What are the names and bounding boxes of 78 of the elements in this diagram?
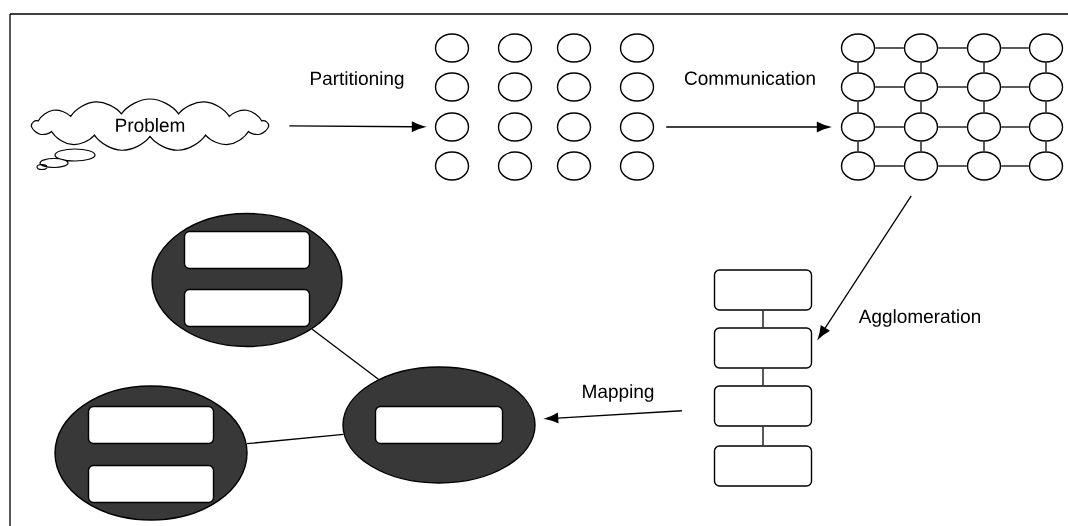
connector-line [983,141,985,152]
empty-box [713,445,813,487]
empty-circle [497,112,533,142]
connector-line [983,62,985,73]
connector-line [874,126,905,128]
empty-box [87,405,215,445]
empty-circle [434,33,470,63]
connector-line [857,101,859,113]
empty-box [183,230,311,270]
empty-box [713,269,813,311]
empty-circle [966,151,1002,181]
arrow [288,121,425,132]
empty-circle [966,72,1002,102]
connector-line [246,433,345,445]
connector-line [1000,86,1030,88]
empty-circle [966,112,1002,142]
connector-line [762,310,764,328]
connector-line [983,101,985,113]
empty-circle [840,72,876,102]
connector-line [920,101,922,113]
connector-line [857,62,859,73]
connector-line [1045,101,1047,113]
connector-line [857,141,859,152]
connector-line [920,141,922,152]
connector-line [874,86,905,88]
empty-circle [619,33,655,63]
empty-box [183,288,311,328]
empty-circle [840,151,876,181]
empty-circle [1028,112,1064,142]
empty-circle [903,33,939,63]
connector-line [937,165,968,167]
empty-circle [619,112,655,142]
empty-circle [840,33,876,63]
empty-circle [903,112,939,142]
empty-circle [1028,151,1064,181]
empty-box [713,385,813,427]
connector-line [311,328,380,380]
connector-line [937,47,968,49]
connector-line [1045,62,1047,73]
empty-box [87,464,215,504]
connector-line [762,426,764,446]
empty-circle [903,72,939,102]
arrow [817,195,912,339]
connector-line [937,86,968,88]
edge-label: Agglomeration [858,309,980,327]
empty-circle [1028,33,1064,63]
connector-line [1045,141,1047,152]
empty-circle [434,151,470,181]
empty-circle [840,112,876,142]
empty-circle [497,33,533,63]
connector-line [1000,126,1030,128]
arrow [545,410,683,424]
connector-line [937,126,968,128]
empty-circle [556,72,592,102]
empty-circle [556,151,592,181]
connector-line [1000,165,1030,167]
connector-line [762,368,764,386]
connector-line [1000,47,1030,49]
empty-circle [556,33,592,63]
empty-circle [497,151,533,181]
empty-circle [1028,72,1064,102]
empty-box [713,327,813,369]
edge-label: Communication [684,71,815,85]
edge-label: Partitioning [311,71,404,89]
empty-circle [556,112,592,142]
connector-line [920,62,922,73]
empty-circle [966,33,1002,63]
empty-circle [434,112,470,142]
empty-circle [903,151,939,181]
empty-circle [434,72,470,102]
empty-box [374,405,504,445]
empty-circle [497,72,533,102]
arrow [665,121,830,132]
empty-circle [619,72,655,102]
connector-line [874,47,905,49]
empty-circle [619,151,655,181]
edge-label: Mapping [583,384,654,402]
connector-line [874,165,905,167]
